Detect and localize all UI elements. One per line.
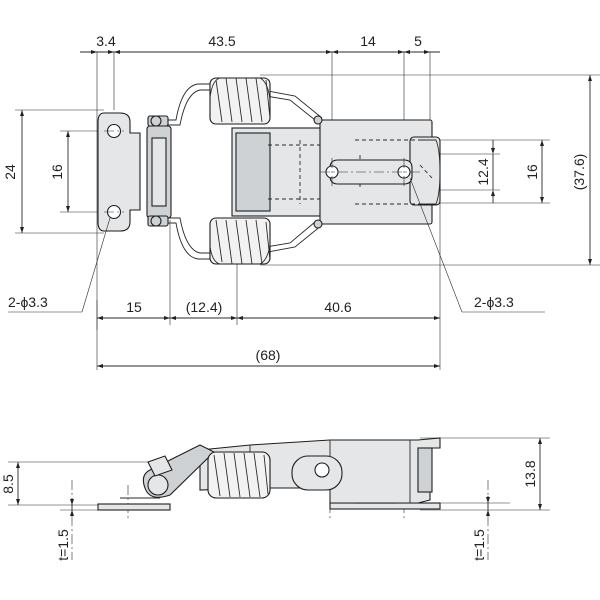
dim-16-right: 16 <box>524 164 540 180</box>
lever-body-top <box>150 115 441 229</box>
dim-14: 14 <box>360 33 376 49</box>
dim-12-4-bottom: (12.4) <box>186 299 223 315</box>
side-left-dims: 8.5 t=1.5 <box>0 462 74 561</box>
side-view: 8.5 t=1.5 13.8 t=1.5 <box>0 437 550 561</box>
base-plate-top <box>97 112 141 232</box>
dim-13-8: 13.8 <box>522 460 538 487</box>
dim-15: 15 <box>126 299 142 315</box>
side-right-dims: 13.8 t=1.5 <box>471 438 542 561</box>
dim-37-6: (37.6) <box>571 154 587 191</box>
dim-68: (68) <box>256 347 281 363</box>
pivot-bar <box>146 115 172 227</box>
coil-spring-top-upper <box>209 77 271 125</box>
left-dimensions: 24 16 <box>2 110 70 233</box>
dim-hole-right: 2-ϕ3.3 <box>474 294 514 310</box>
dim-5: 5 <box>414 33 422 49</box>
hole-leaders: 2-ϕ3.3 2-ϕ3.3 <box>8 177 545 313</box>
dim-3-4: 3.4 <box>96 33 116 49</box>
dim-16-left: 16 <box>49 164 65 180</box>
dim-thickness-right: t=1.5 <box>471 529 487 561</box>
top-dimension-row: 3.4 43.5 14 5 <box>80 33 440 54</box>
dim-thickness-left: t=1.5 <box>55 529 71 561</box>
dim-hole-left: 2-ϕ3.3 <box>8 294 48 310</box>
coil-spring-top-lower <box>209 217 271 265</box>
dim-8-5: 8.5 <box>0 474 16 494</box>
bottom-dimension-rows: 15 (12.4) 40.6 (68) <box>97 299 440 368</box>
side-coil-spring <box>207 451 271 499</box>
dim-43-5: 43.5 <box>208 33 235 49</box>
top-view: 3.4 43.5 14 5 24 16 12.4 1 <box>2 33 600 370</box>
dim-24: 24 <box>2 164 18 180</box>
side-bail <box>120 444 215 499</box>
right-dimensions: 12.4 16 (37.6) <box>475 75 592 265</box>
dim-12-4: 12.4 <box>475 158 491 185</box>
dim-40-6: 40.6 <box>324 299 351 315</box>
